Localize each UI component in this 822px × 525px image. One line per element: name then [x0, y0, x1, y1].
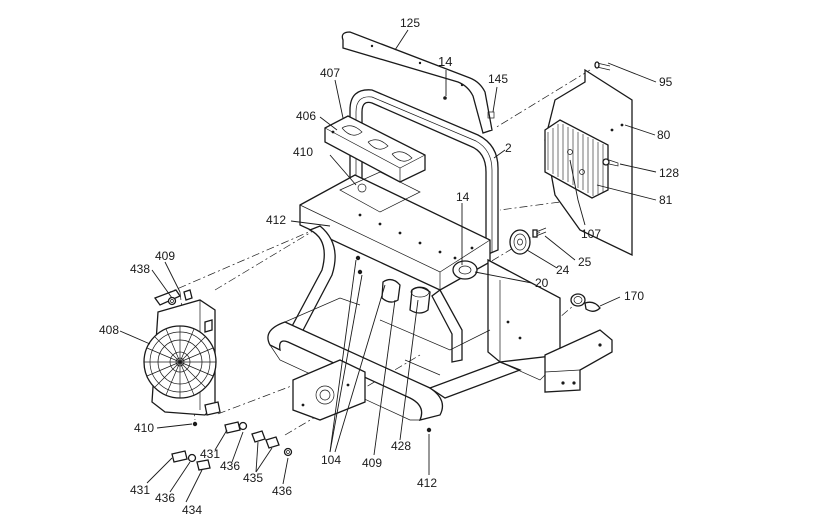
screw-95: [594, 61, 611, 71]
callout-25: 25: [578, 255, 592, 269]
callout-407: 407: [320, 66, 340, 80]
callout-80: 80: [657, 128, 671, 142]
callout-labels: 125 14 145 95 407 406 2 80 128 81 410 41…: [99, 16, 679, 517]
leader-lines: [119, 29, 657, 503]
callout-438: 438: [130, 262, 150, 276]
callout-104: 104: [321, 453, 341, 467]
hose-fittings: [171, 421, 293, 471]
callout-431-left: 431: [130, 483, 150, 497]
callout-81: 81: [659, 193, 673, 207]
key-ring-170: [570, 293, 601, 312]
callout-436-right: 436: [272, 484, 292, 498]
callout-406: 406: [296, 109, 316, 123]
callout-107: 107: [581, 227, 601, 241]
callout-409-left: 409: [155, 249, 175, 263]
screw-128: [602, 158, 619, 167]
bolt-412-bottom: [426, 427, 432, 433]
top-guard-125: [341, 31, 495, 134]
callout-170: 170: [624, 289, 644, 303]
callout-14-mid: 14: [456, 190, 470, 204]
callout-145: 145: [488, 72, 508, 86]
callout-436-left: 436: [155, 491, 175, 505]
pulley-24: [509, 227, 547, 255]
fan-shroud-bracket-406-407: [324, 115, 426, 183]
callout-410-left: 410: [134, 421, 154, 435]
fan-assembly-408: [143, 289, 221, 416]
main-frame-2: [267, 89, 613, 421]
callout-428: 428: [391, 439, 411, 453]
callout-410-top: 410: [293, 145, 313, 159]
callout-436-mid: 436: [220, 459, 240, 473]
callout-128: 128: [659, 166, 679, 180]
callout-2: 2: [505, 141, 512, 155]
callout-14-top: 14: [438, 54, 452, 69]
side-panel-80: [544, 68, 633, 257]
callout-412-top: 412: [266, 213, 286, 227]
callout-125: 125: [400, 16, 420, 30]
fan-guard-spokes: [144, 326, 216, 398]
callout-95: 95: [659, 75, 673, 89]
fasteners-top-left: [167, 289, 198, 427]
callout-20: 20: [535, 276, 549, 290]
callout-409-bottom: 409: [362, 456, 382, 470]
callout-434: 434: [182, 503, 202, 517]
callout-408: 408: [99, 323, 119, 337]
callout-435: 435: [243, 471, 263, 485]
callout-431-mid: 431: [200, 447, 220, 461]
callout-412-bottom: 412: [417, 476, 437, 490]
fittings-on-frame: [355, 255, 478, 314]
callout-24: 24: [556, 263, 570, 277]
